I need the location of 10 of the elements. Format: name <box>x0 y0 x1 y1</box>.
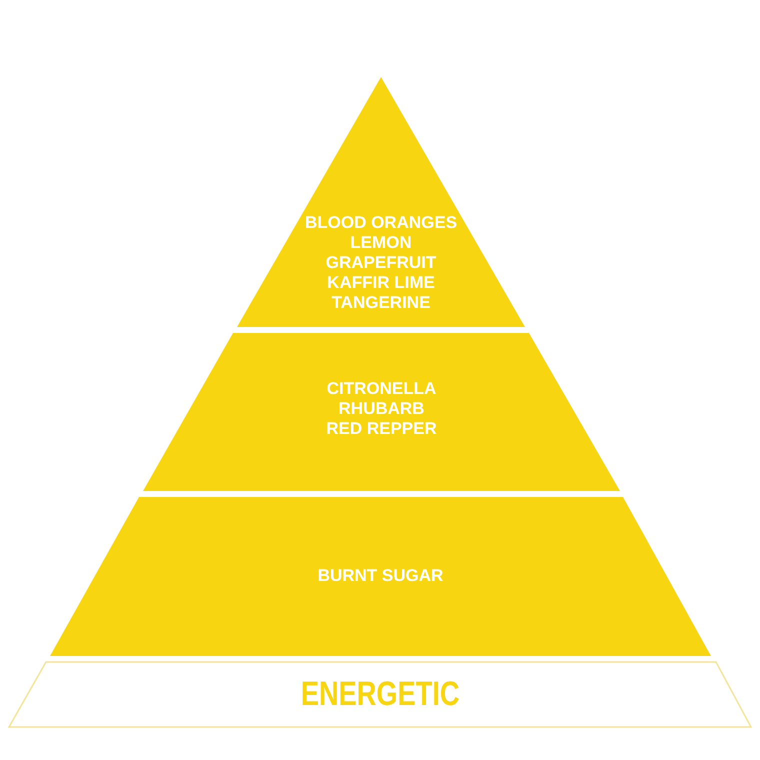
ingredient-label: BLOOD ORANGES <box>304 213 458 233</box>
ingredient-label: RHUBARB <box>338 399 424 419</box>
ingredient-label: RED REPPER <box>326 419 437 439</box>
ingredient-label: TANGERINE <box>332 293 430 313</box>
ingredient-label: LEMON <box>350 233 412 253</box>
ingredient-label: CITRONELLA <box>326 379 436 399</box>
pyramid-title: ENERGETIC <box>300 675 460 713</box>
ingredient-label: BURNT SUGAR <box>318 566 444 586</box>
ingredient-label: GRAPEFRUIT <box>326 253 436 273</box>
ingredient-label: KAFFIR LIME <box>327 273 435 293</box>
